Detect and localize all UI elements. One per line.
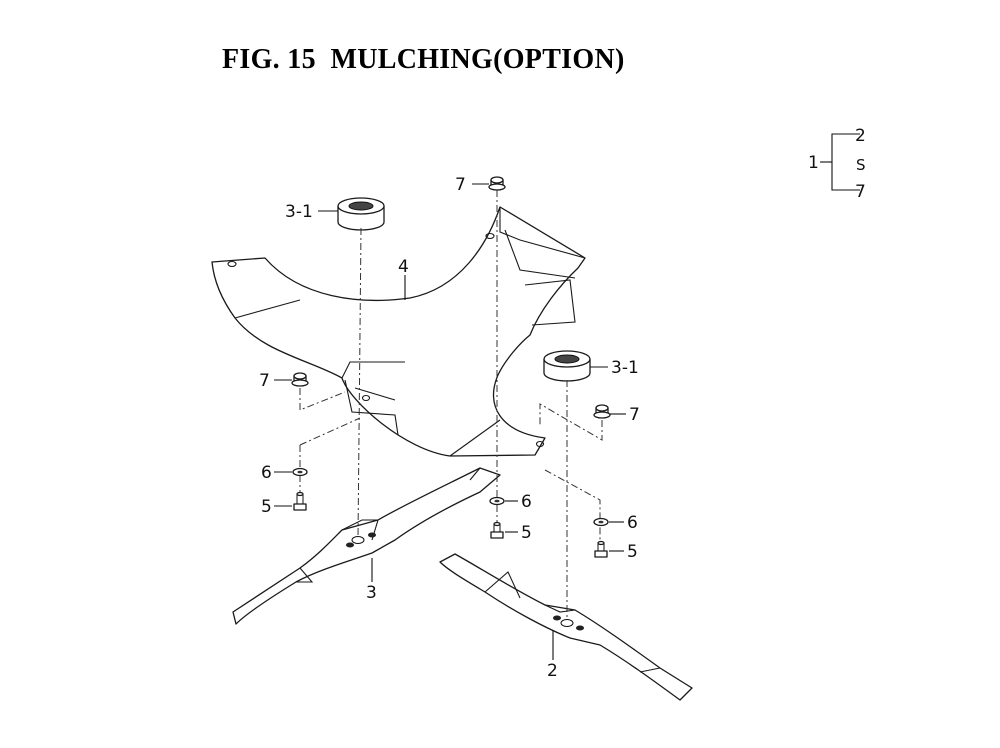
washer-left <box>292 467 308 477</box>
flange-nut-left <box>291 372 309 387</box>
callout-bolt-left: 5 <box>261 497 272 517</box>
assembly-key: 1 2 S 7 <box>808 126 866 202</box>
assembly-parent-label: 1 <box>808 153 819 173</box>
callout-nut-left: 7 <box>259 371 270 391</box>
callout-blade-right: 2 <box>547 661 558 681</box>
bolt-left <box>293 491 307 511</box>
assembly-range-start: 2 <box>855 126 866 146</box>
washer-right <box>593 517 609 527</box>
callout-baffle: 4 <box>398 257 409 277</box>
callout-spindle-cover-right: 3-1 <box>611 358 639 378</box>
callout-nut-top: 7 <box>455 175 466 195</box>
spindle-cover-left <box>337 197 385 231</box>
callout-blade-left: 3 <box>366 583 377 603</box>
callout-bolt-center: 5 <box>521 523 532 543</box>
blade-left <box>232 467 501 625</box>
figure-title: FIG. 15 MULCHING(OPTION) <box>222 44 625 75</box>
flange-nut-right <box>593 404 611 419</box>
callout-washer-right: 6 <box>627 513 638 533</box>
callout-bolt-right: 5 <box>627 542 638 562</box>
mulching-baffle <box>211 206 586 457</box>
callout-nut-right: 7 <box>629 405 640 425</box>
callout-washer-left: 6 <box>261 463 272 483</box>
assembly-range-separator: S <box>856 156 866 174</box>
assembly-range-end: 7 <box>855 182 866 202</box>
washer-center <box>489 496 505 506</box>
callout-spindle-cover-left: 3-1 <box>285 202 313 222</box>
bolt-right <box>594 540 608 558</box>
bolt-center <box>490 521 504 539</box>
flange-nut-top <box>488 176 506 191</box>
blade-right <box>439 553 693 701</box>
spindle-cover-right <box>543 350 591 382</box>
assembly-axis-lines <box>299 190 603 618</box>
callout-washer-center: 6 <box>521 492 532 512</box>
leader-lines <box>274 183 626 660</box>
